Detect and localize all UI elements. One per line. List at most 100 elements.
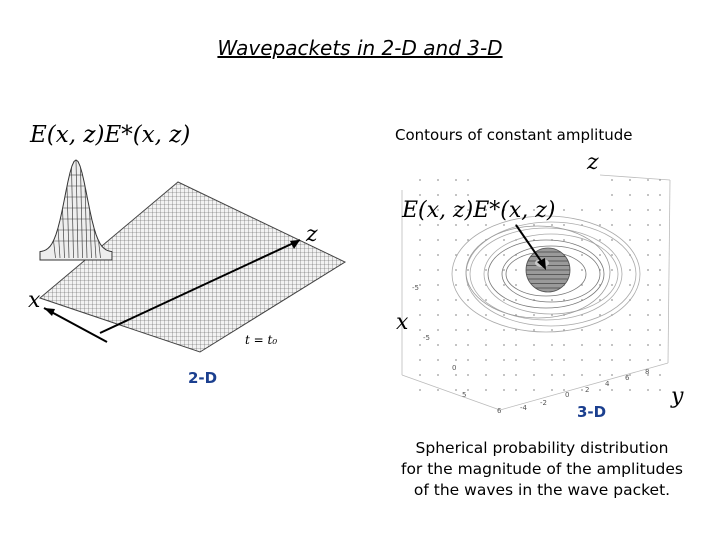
grid-dot (551, 344, 553, 346)
time-label: t = t₀ (245, 333, 278, 347)
grid-dot (611, 269, 613, 271)
grid-dot (563, 389, 565, 391)
grid-dot (551, 209, 553, 211)
grid-dot (659, 314, 661, 316)
tick-label: -4 (520, 404, 528, 412)
grid-dot (419, 269, 421, 271)
grid-dot (455, 239, 457, 241)
grid-dot (629, 239, 631, 241)
grid-dot (503, 374, 505, 376)
grid-dot (455, 344, 457, 346)
grid-dot (563, 374, 565, 376)
grid-dot (437, 224, 439, 226)
grid-dot (629, 359, 631, 361)
grid-dot (551, 374, 553, 376)
grid-dot (455, 179, 457, 181)
contour-ring (469, 227, 623, 321)
grid-dot (419, 209, 421, 211)
grid-dot (563, 329, 565, 331)
grid-dot (533, 344, 535, 346)
grid-dot (467, 299, 469, 301)
grid-dot (647, 344, 649, 346)
grid-dot (437, 254, 439, 256)
grid-dot (581, 209, 583, 211)
grid-dot (611, 329, 613, 331)
grid-dot (551, 329, 553, 331)
grid-dot (581, 389, 583, 391)
grid-dot (437, 179, 439, 181)
gaussian-peak (39, 159, 113, 261)
grid-dot (503, 269, 505, 271)
tag-2d: 2-D (188, 369, 218, 387)
contour-ring (487, 239, 605, 309)
grid-dot (611, 179, 613, 181)
grid-dot (485, 314, 487, 316)
x-axis-label-2d: x (28, 288, 41, 313)
grid-dot (611, 209, 613, 211)
tick-label: 6 (625, 374, 630, 382)
grid-dot (437, 194, 439, 196)
tick-label: 2 (585, 386, 589, 394)
grid-dot (563, 344, 565, 346)
grid-dot (419, 194, 421, 196)
grid-dot (455, 224, 457, 226)
grid-dot (611, 254, 613, 256)
grid-dot (467, 224, 469, 226)
grid-dot (485, 344, 487, 346)
grid-dot (647, 299, 649, 301)
grid-dot (515, 389, 517, 391)
grid-dot (647, 224, 649, 226)
grid-dot (419, 359, 421, 361)
grid-dot (611, 239, 613, 241)
grid-dot (419, 329, 421, 331)
grid-dot (503, 359, 505, 361)
grid-dot (611, 359, 613, 361)
grid-dot (659, 284, 661, 286)
grid-dot (455, 374, 457, 376)
grid-dot (629, 389, 631, 391)
caption: Spherical probability distribution for t… (392, 438, 692, 501)
probability-density-equation-2d: E(x, z)E*(x, z) (30, 122, 191, 148)
tick-label: 6 (497, 407, 502, 415)
x-axis-arrowhead (44, 308, 55, 316)
grid-dot (647, 359, 649, 361)
grid-dot (485, 374, 487, 376)
grid-dot (581, 329, 583, 331)
grid-dot (437, 209, 439, 211)
grid-dot (659, 254, 661, 256)
grid-dot (659, 179, 661, 181)
grid-dot (647, 329, 649, 331)
grid-dot (455, 284, 457, 286)
peak-meshline (84, 186, 88, 259)
grid-dot (647, 269, 649, 271)
tick-label: -2 (540, 399, 547, 407)
grid-dot (647, 314, 649, 316)
grid-dot (629, 194, 631, 196)
contours-heading: Contours of constant amplitude (395, 126, 633, 144)
grid-dot (419, 314, 421, 316)
grid-dots (419, 179, 661, 391)
pointer-arrow (515, 224, 544, 265)
grid-dot (629, 224, 631, 226)
pointer-arrowhead (537, 258, 546, 270)
grid-dot (629, 179, 631, 181)
grid-dot (515, 374, 517, 376)
grid-dot (659, 299, 661, 301)
grid-dot (647, 389, 649, 391)
grid-dot (485, 209, 487, 211)
grid-dot (437, 239, 439, 241)
peak-meshline (89, 208, 92, 259)
peak-meshline (93, 227, 97, 259)
contour-ring (501, 245, 601, 303)
grid-dot (485, 269, 487, 271)
grid-dot (611, 374, 613, 376)
grid-dot (599, 329, 601, 331)
z-axis-label-3d: z (587, 150, 599, 175)
caption-line: Spherical probability distribution (415, 439, 669, 457)
grid-dot (485, 389, 487, 391)
grid-dot (533, 224, 535, 226)
grid-dot (503, 284, 505, 286)
peak-meshline (98, 240, 101, 259)
grid-dot (437, 359, 439, 361)
grid-dot (611, 299, 613, 301)
